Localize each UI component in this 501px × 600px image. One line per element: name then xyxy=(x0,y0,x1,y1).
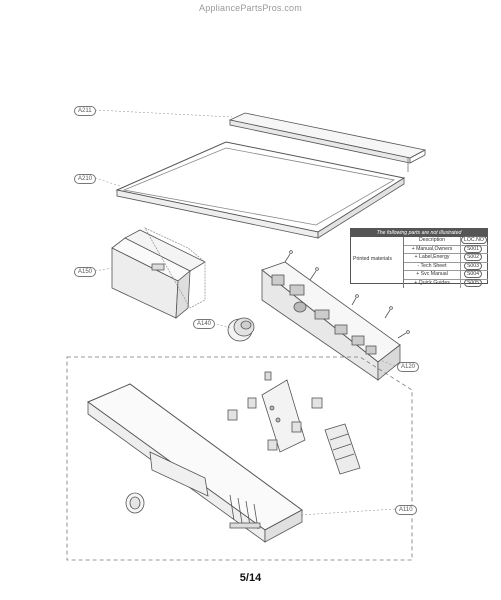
control-panel-part xyxy=(86,383,303,543)
watermark: AppliancePartsPros.com xyxy=(199,3,302,13)
callout-a210: A210 xyxy=(74,174,97,184)
table-row: + Svc Manual S004 xyxy=(404,270,488,280)
callout-a120: A120 xyxy=(397,362,420,372)
selector-knob-part xyxy=(227,317,255,342)
table-row: Description LOC.NO xyxy=(404,236,488,246)
row-description: + Manual,Owners xyxy=(411,245,453,252)
row-description: + Svc Manual xyxy=(416,271,448,278)
page-number: 5/14 xyxy=(239,572,262,584)
row-code: S002 xyxy=(460,253,485,262)
table-group-label: Printed materials xyxy=(353,256,392,262)
unillustrated-parts-table: The following parts are not illustrated … xyxy=(350,228,488,288)
row-code: S004 xyxy=(460,270,485,279)
row-code: S005 xyxy=(460,278,485,288)
callout-a140: A140 xyxy=(193,319,216,329)
table-row: + Manual,Owners S001 xyxy=(404,244,488,255)
table-row: + Label,Energy S002 xyxy=(404,253,488,263)
table-header: The following parts are not illustrated xyxy=(351,229,487,237)
button-strip-part xyxy=(324,423,361,475)
top-cover-part xyxy=(115,141,406,239)
row-code: S001 xyxy=(460,244,485,254)
control-board-part xyxy=(261,250,410,381)
row-description: - Tech Sheet xyxy=(417,262,447,269)
row-description: + Label,Energy xyxy=(414,254,450,261)
rear-bracket-part xyxy=(228,112,427,172)
row-description: + Quick Guides xyxy=(414,279,450,286)
callout-a211: A211 xyxy=(74,106,96,116)
assembly-boundary xyxy=(66,356,413,561)
row-code: S003 xyxy=(460,261,485,271)
callout-a110: A110 xyxy=(395,505,417,515)
button-bracket-part xyxy=(227,371,323,453)
table-row: + Quick Guides S005 xyxy=(404,278,488,288)
callout-a150: A150 xyxy=(74,267,97,277)
table-row: - Tech Sheet S003 xyxy=(404,261,488,272)
row-description: Description xyxy=(419,237,445,243)
row-code: LOC.NO xyxy=(460,236,487,245)
detergent-drawer-part xyxy=(111,227,206,319)
leader-lines xyxy=(94,109,396,516)
